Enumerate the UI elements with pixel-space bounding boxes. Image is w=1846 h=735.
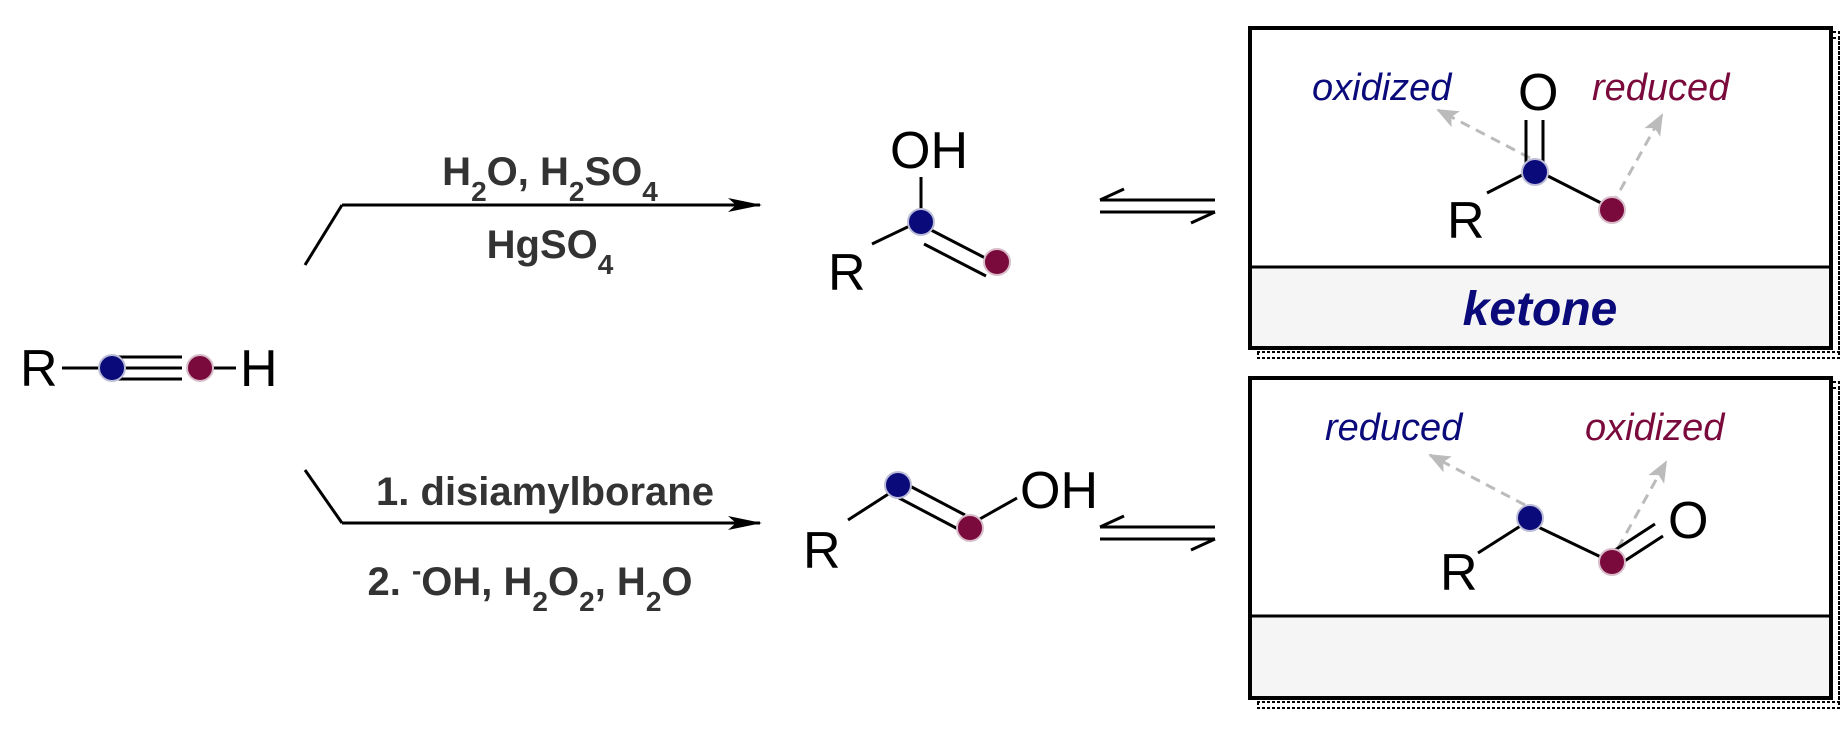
bottom-enol-double-bond-2 bbox=[898, 496, 959, 531]
ketone-maroon-carbon bbox=[1598, 196, 1626, 224]
alkyne-internal-carbon bbox=[98, 354, 126, 382]
aldehyde-blue-carbon bbox=[1516, 504, 1544, 532]
top-enol-double-bond-1 bbox=[930, 228, 994, 264]
alkyne-h-label: H bbox=[240, 340, 278, 398]
top-enol-r-label: R bbox=[828, 244, 866, 302]
bottom-equilibrium-arrow bbox=[1099, 514, 1216, 552]
aldehyde-c-c-bond bbox=[1535, 524, 1604, 560]
ketone-o-label: O bbox=[1518, 64, 1558, 122]
aldehyde-maroon-carbon bbox=[1598, 548, 1626, 576]
bottom-enol-oh-label: OH bbox=[1020, 462, 1098, 520]
bottom-enol-blue-carbon bbox=[884, 471, 912, 499]
ketone-class-label: ketone bbox=[1463, 283, 1618, 336]
top-arrow-stem bbox=[303, 204, 344, 266]
top-enol: OH R bbox=[828, 122, 1011, 302]
ketone-product-box: oxidized reduced O R ketone bbox=[1248, 26, 1840, 359]
aldehyde-left-hint-arrow bbox=[1428, 453, 1526, 507]
top-enol-double-bond-2 bbox=[923, 242, 987, 278]
ketone-r-c-bond bbox=[1486, 170, 1529, 195]
top-enol-blue-carbon bbox=[907, 208, 935, 236]
bottom-eq-lower-hook bbox=[1190, 537, 1216, 552]
ketone-box-footer bbox=[1252, 268, 1829, 346]
top-equilibrium-arrow bbox=[1099, 187, 1216, 225]
bottom-reagents-line-1: 1. disiamylborane bbox=[376, 470, 714, 514]
aldehyde-r-c-bond bbox=[1477, 523, 1523, 555]
terminal-alkyne: R H bbox=[20, 340, 278, 398]
bottom-enol-r-label: R bbox=[803, 522, 841, 580]
top-reagents-line-2: HgSO4 bbox=[487, 223, 614, 280]
aldehyde-o-label: O bbox=[1668, 492, 1708, 550]
top-enol-maroon-carbon bbox=[983, 248, 1011, 276]
bottom-enol-c-oh-bond bbox=[977, 496, 1018, 522]
top-reagents-line-1: H2O, H2SO4 bbox=[442, 150, 658, 207]
bottom-enol: R OH bbox=[803, 462, 1098, 580]
top-enol-oh-label: OH bbox=[890, 122, 968, 180]
ketone-blue-carbon bbox=[1521, 158, 1549, 186]
bottom-arrow-stem bbox=[303, 469, 344, 524]
top-eq-upper-hook bbox=[1099, 187, 1125, 202]
aldehyde-box-footer bbox=[1252, 617, 1829, 696]
alkyne-terminal-carbon bbox=[186, 354, 214, 382]
bottom-reaction-arrow bbox=[303, 469, 762, 530]
top-eq-lower-hook bbox=[1190, 210, 1216, 225]
bottom-eq-upper-hook bbox=[1099, 514, 1125, 529]
aldehyde-reduced-label: reduced bbox=[1325, 407, 1464, 449]
ketone-left-hint-arrow bbox=[1436, 108, 1531, 160]
bottom-enol-double-bond-1 bbox=[905, 482, 966, 517]
top-reaction-arrow bbox=[303, 198, 762, 266]
ketone-r-label: R bbox=[1447, 192, 1485, 250]
ketone-reduced-label: reduced bbox=[1592, 67, 1731, 109]
bottom-enol-r-c-bond bbox=[847, 491, 891, 522]
ketone-oxidized-label: oxidized bbox=[1312, 67, 1453, 109]
aldehyde-r-label: R bbox=[1440, 544, 1478, 602]
aldehyde-co-bond-1 bbox=[1614, 522, 1656, 552]
bottom-enol-maroon-carbon bbox=[956, 514, 984, 542]
ketone-c-ch3-bond bbox=[1539, 170, 1606, 207]
bottom-reagents-line-2: 2. -OH, H2O2, H2O bbox=[367, 555, 692, 617]
ketone-right-hint-arrow bbox=[1610, 113, 1664, 206]
aldehyde-oxidized-label: oxidized bbox=[1585, 407, 1726, 449]
alkyne-r-label: R bbox=[20, 340, 58, 398]
aldehyde-product-box: reduced oxidized O R bbox=[1248, 376, 1840, 709]
aldehyde-co-bond-2 bbox=[1622, 534, 1664, 564]
